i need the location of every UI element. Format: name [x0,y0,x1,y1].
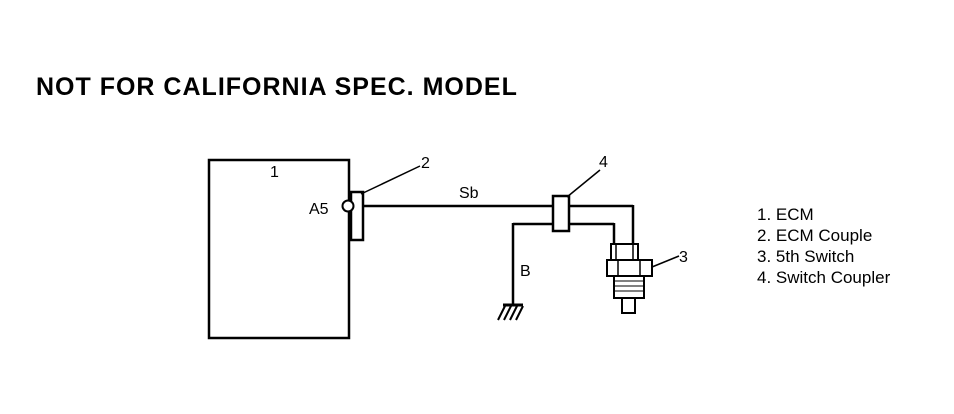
ground-icon [497,303,524,321]
terminal-label: A5 [309,201,329,218]
legend: 1. ECM 2. ECM Couple 3. 5th Switch 4. Sw… [757,205,891,287]
legend-item-fifth-switch: 3. 5th Switch [757,247,854,266]
legend-item-ecm-couple: 2. ECM Couple [757,226,872,245]
switch-coupler [551,194,571,233]
wire-b-label: B [520,263,531,280]
diagram-title: NOT FOR CALIFORNIA SPEC. MODEL [36,73,518,101]
ecm-couple [349,190,365,242]
switch-coupler-number-label: 4 [599,154,608,171]
legend-item-ecm: 1. ECM [757,205,814,224]
ecm-box [207,158,351,340]
fifth-switch [606,243,653,314]
ecm-couple-leader [360,165,421,195]
fifth-switch-leader [651,255,680,268]
terminal-a5-circle [341,199,355,213]
switch-coupler-leader [566,169,601,198]
fifth-switch-number-label: 3 [679,249,688,266]
wire-sb-label: Sb [459,185,479,202]
ecm-number-label: 1 [270,164,279,181]
ecm-couple-number-label: 2 [421,155,430,172]
legend-item-switch-coupler: 4. Switch Coupler [757,268,891,287]
